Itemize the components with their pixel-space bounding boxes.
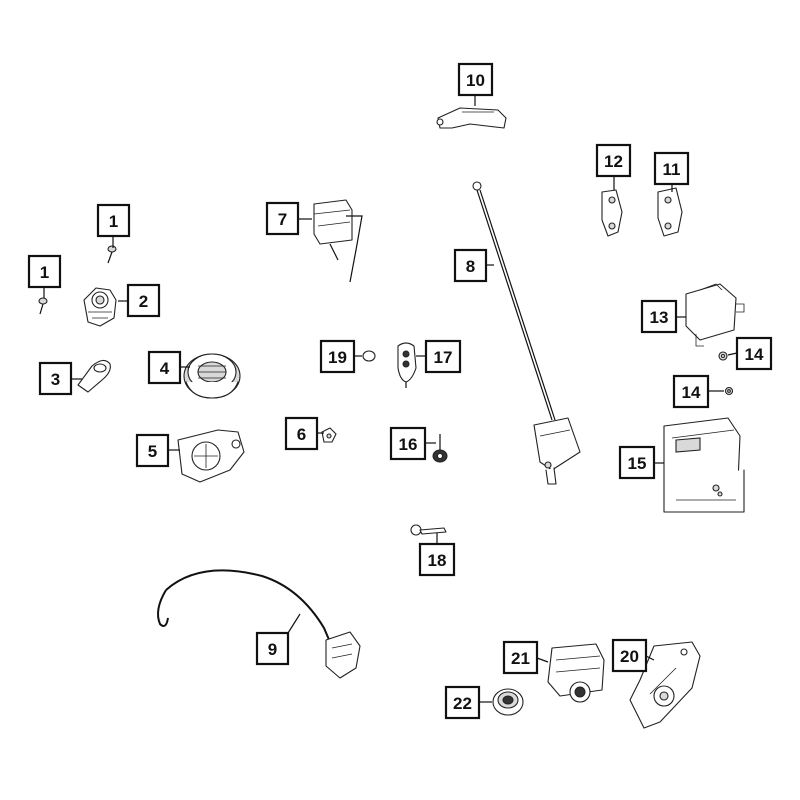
svg-text:12: 12 (604, 152, 623, 171)
svg-text:7: 7 (278, 210, 287, 229)
part-5-mount-bracket (177, 429, 245, 483)
callout-19: 19 (319, 339, 356, 374)
svg-text:21: 21 (511, 649, 530, 668)
part-22-cap (492, 688, 524, 716)
callout-11: 11 (653, 151, 690, 186)
svg-text:5: 5 (148, 442, 157, 461)
callout-15: 15 (618, 445, 656, 480)
part-11-bracket (657, 187, 683, 237)
svg-text:13: 13 (650, 308, 669, 327)
callout-14-upper: 14 (735, 336, 773, 371)
callout-9: 9 (255, 631, 290, 666)
callout-8: 8 (453, 248, 488, 283)
callout-2: 2 (126, 283, 161, 318)
svg-text:4: 4 (160, 359, 170, 378)
part-14-nut-lower (724, 386, 734, 396)
callout-10: 10 (457, 62, 494, 97)
callout-14-lower: 14 (672, 374, 710, 409)
callout-1-upper: 1 (96, 203, 131, 238)
part-9-cable (157, 569, 361, 679)
part-13-module (685, 283, 745, 347)
svg-text:17: 17 (434, 348, 453, 367)
callout-13: 13 (640, 299, 678, 334)
svg-text:19: 19 (328, 348, 347, 367)
part-1-screw-lower (38, 297, 48, 315)
callout-21: 21 (502, 640, 539, 675)
svg-text:20: 20 (620, 647, 639, 666)
part-21-unit (547, 643, 605, 703)
callout-22: 22 (444, 685, 481, 720)
part-2-ignition-switch (83, 287, 117, 327)
callout-5: 5 (135, 433, 170, 468)
part-17-key-fob (397, 342, 417, 388)
svg-text:1: 1 (109, 212, 118, 231)
part-19-ring (362, 350, 376, 362)
part-14-nut-upper (718, 351, 728, 361)
svg-text:1: 1 (40, 263, 49, 282)
callout-18: 18 (418, 542, 456, 577)
svg-text:6: 6 (297, 425, 306, 444)
svg-text:14: 14 (745, 345, 764, 364)
callout-6: 6 (284, 416, 319, 451)
part-15-receiver-module (663, 417, 745, 513)
svg-text:10: 10 (466, 71, 485, 90)
part-1-screw-upper (107, 245, 117, 264)
part-20-bracket (629, 641, 701, 729)
svg-text:9: 9 (268, 640, 277, 659)
callout-16: 16 (389, 426, 427, 461)
callout-3: 3 (38, 361, 73, 396)
svg-text:8: 8 (466, 257, 475, 276)
svg-text:11: 11 (663, 160, 681, 179)
svg-text:15: 15 (628, 454, 647, 473)
svg-text:16: 16 (399, 435, 418, 454)
part-7-module (313, 199, 363, 283)
part-18-key-tag (410, 524, 447, 536)
callout-17: 17 (424, 339, 462, 374)
svg-text:18: 18 (428, 551, 447, 570)
callout-20: 20 (611, 638, 648, 673)
callout-1-lower: 1 (27, 254, 62, 289)
callout-7: 7 (265, 201, 300, 236)
callout-12: 12 (595, 143, 632, 178)
part-6-clip (321, 427, 337, 443)
svg-text:22: 22 (453, 694, 472, 713)
callout-4: 4 (147, 350, 182, 385)
svg-text:2: 2 (139, 292, 148, 311)
part-3-bracket (77, 359, 111, 393)
part-16-key (432, 434, 448, 463)
part-8-antenna (472, 181, 581, 485)
svg-text:3: 3 (51, 370, 60, 389)
leader-lines (43, 96, 738, 703)
part-10-bracket (436, 107, 507, 129)
part-4-siren (183, 353, 241, 399)
part-12-bracket (601, 189, 623, 237)
svg-text:14: 14 (682, 383, 701, 402)
